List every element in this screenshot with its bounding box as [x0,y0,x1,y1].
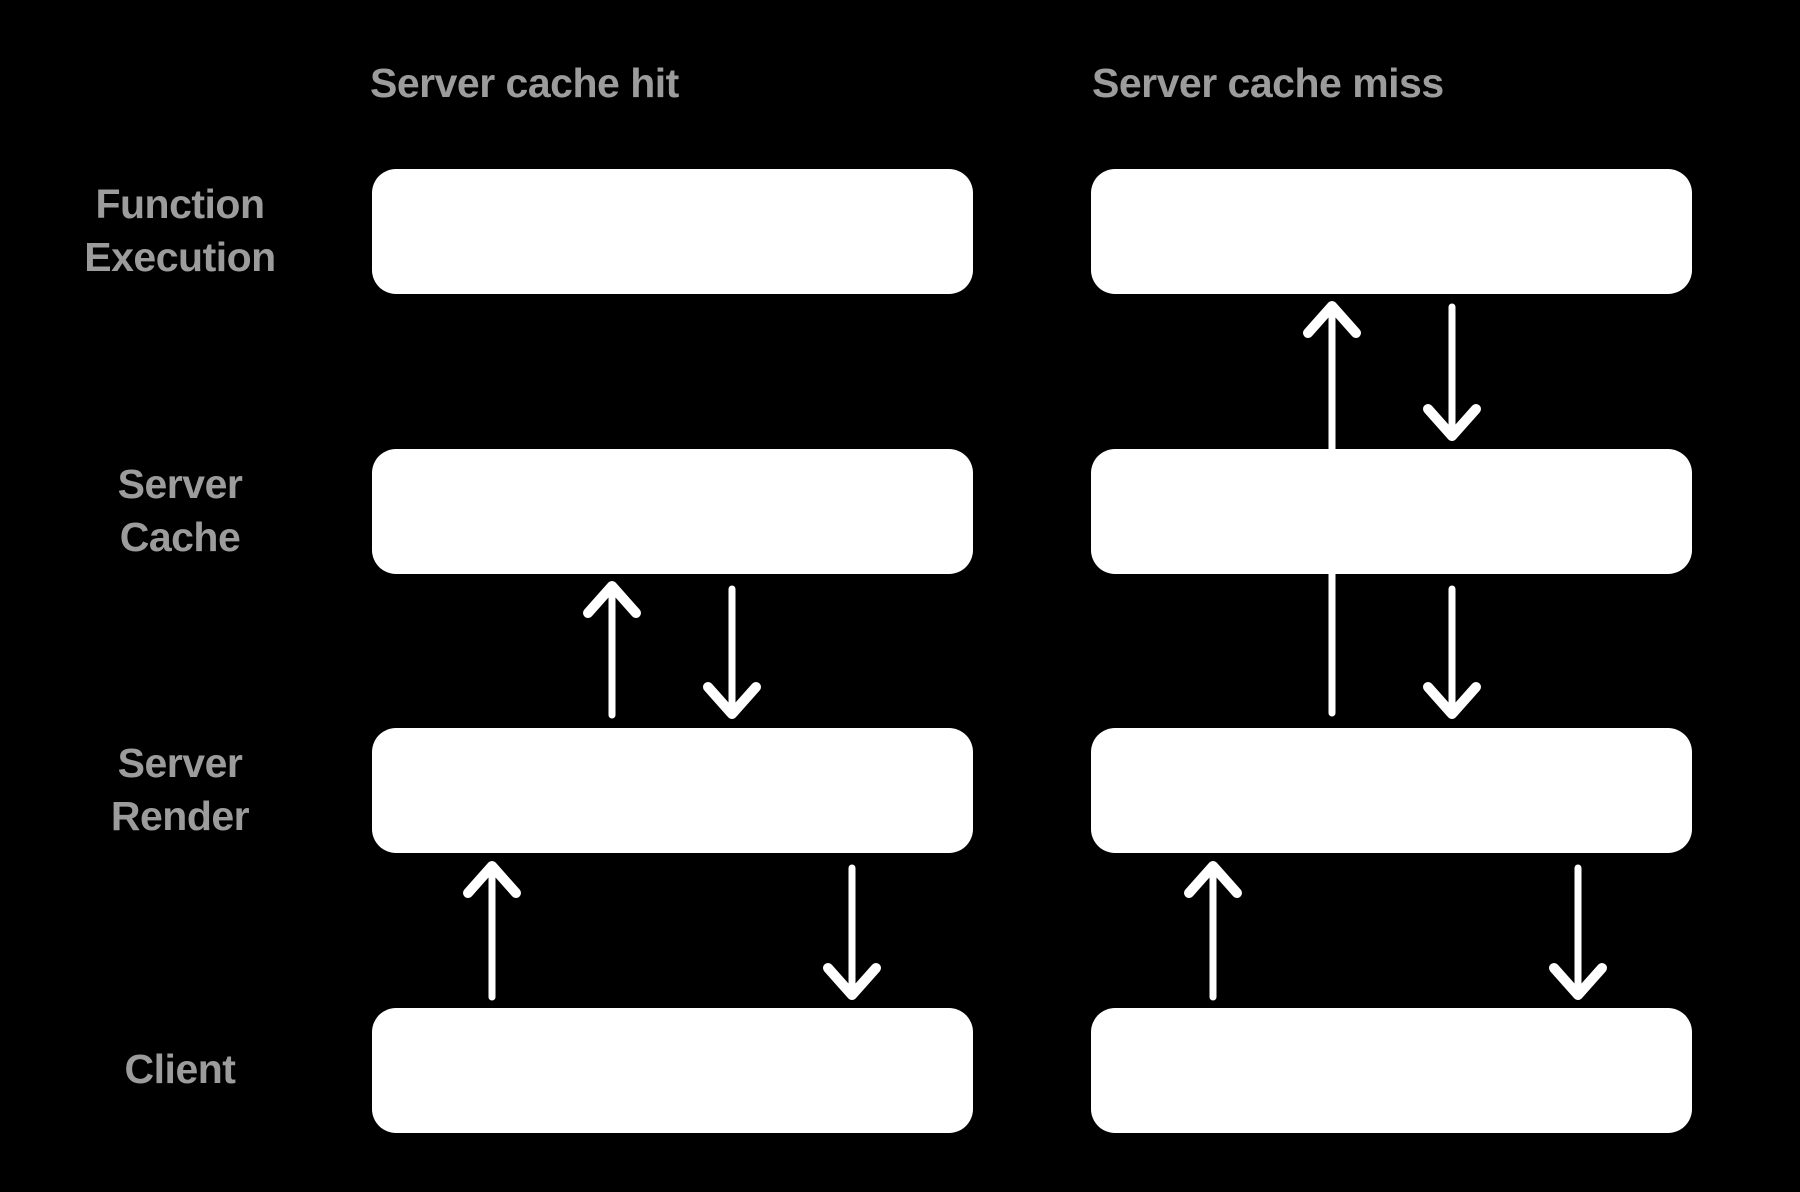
row-label-server-cache: Server Cache [30,458,330,564]
box-hit-server-render [372,728,973,853]
arrow-hit-render-to-cache [583,581,641,719]
row-label-line: Function [95,181,265,227]
row-label-line: Render [110,793,250,839]
box-miss-server-render [1091,728,1692,853]
box-hit-server-cache [372,449,973,574]
arrow-miss-client-to-render [1184,861,1242,1001]
row-label-line: Execution [84,234,276,280]
row-label-line: Server [117,461,243,507]
row-label-line: Client [124,1046,236,1092]
row-label-server-render: Server Render [30,737,330,843]
arrow-miss-render-to-client [1549,864,1607,1000]
arrow-miss-function-execution-to-cache [1423,303,1481,441]
arrow-miss-cache-to-render [1423,585,1481,719]
arrow-hit-cache-to-render [703,585,761,719]
box-hit-client [372,1008,973,1133]
arrow-hit-client-to-render [463,861,521,1001]
arrow-hit-render-to-client [823,864,881,1000]
column-heading-server-cache-hit: Server cache hit [370,60,679,106]
box-hit-function-execution [372,169,973,294]
box-miss-client [1091,1008,1692,1133]
row-label-client: Client [30,1043,330,1096]
row-label-function-execution: Function Execution [30,178,330,284]
row-label-line: Server [117,740,243,786]
column-heading-server-cache-miss: Server cache miss [1092,60,1444,106]
row-label-line: Cache [119,514,241,560]
box-miss-function-execution [1091,169,1692,294]
box-miss-server-cache [1091,449,1692,574]
